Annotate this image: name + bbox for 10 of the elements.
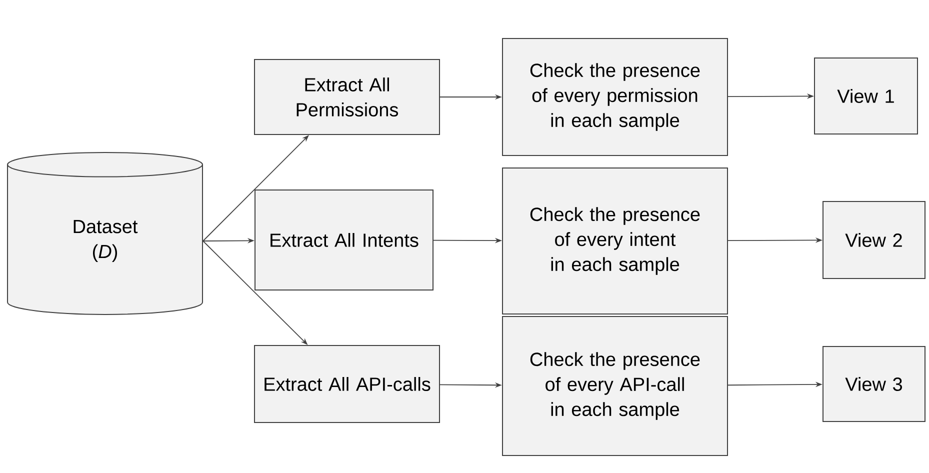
view-box: View 1 xyxy=(814,58,918,134)
process-box: Extract All Intents xyxy=(254,190,434,290)
process-box: Check the presence of every intent in each sample xyxy=(502,168,728,314)
dataset-cylinder: Dataset (D) xyxy=(7,152,203,315)
process-box: Extract All Permissions xyxy=(254,59,440,135)
view-box: View 2 xyxy=(822,201,926,279)
process-box: Extract All API-calls xyxy=(254,345,440,423)
process-box: Check the presence of every permission in each sample xyxy=(502,38,728,156)
view-box: View 3 xyxy=(822,346,926,422)
process-box: Check the presence of every API-call in each sample xyxy=(502,316,728,456)
